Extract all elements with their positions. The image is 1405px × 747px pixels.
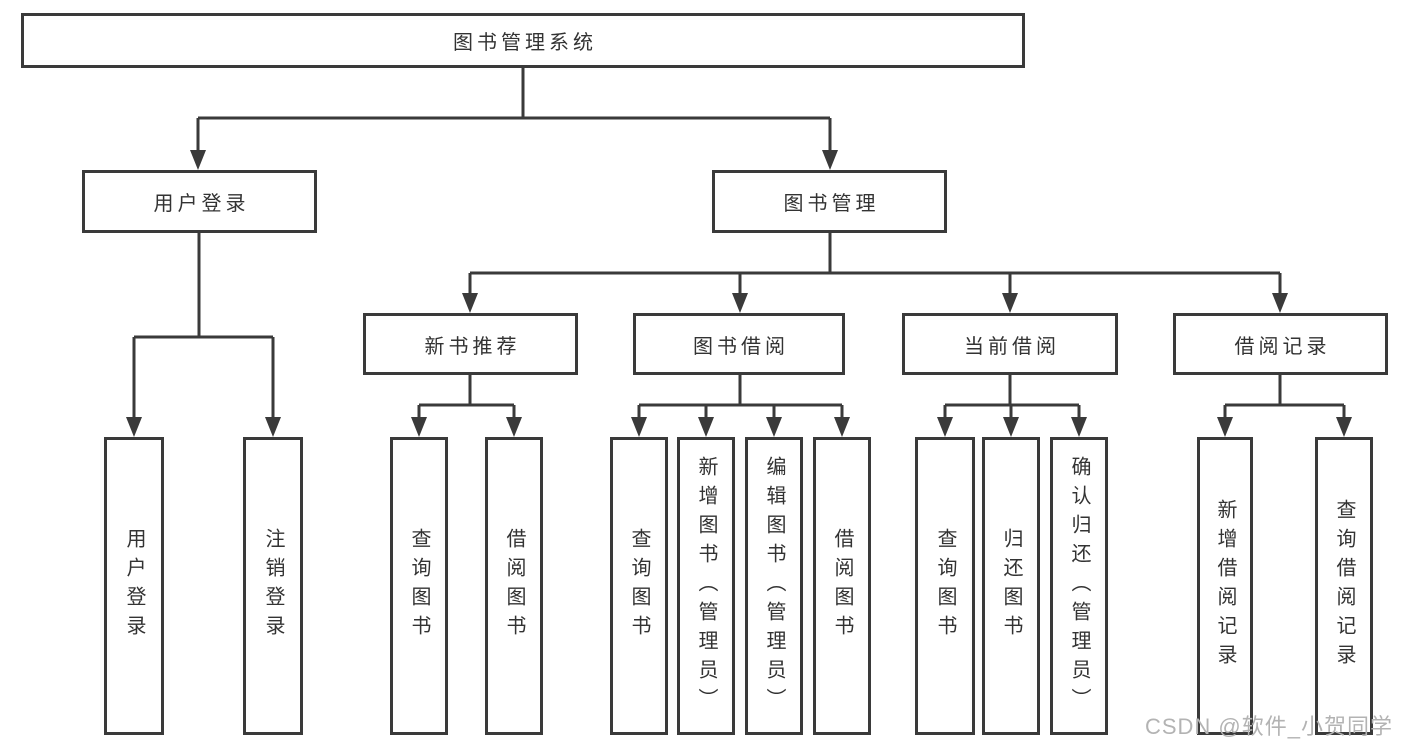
leaf-return-book: 归还图书 — [982, 437, 1040, 735]
node-library-management-system: 图书管理系统 — [21, 13, 1025, 68]
leaf-logout: 注销登录 — [243, 437, 303, 735]
leaf-edit-book-admin: 编辑图书（管理员） — [745, 437, 803, 735]
connector-lines — [132, 68, 1346, 420]
leaf-borrow-books-recommend: 借阅图书 — [485, 437, 543, 735]
leaf-user-login: 用户登录 — [104, 437, 164, 735]
leaf-borrow-books-borrowing: 借阅图书 — [813, 437, 871, 735]
leaf-query-books-recommend: 查询图书 — [390, 437, 448, 735]
leaf-confirm-return-admin: 确认归还（管理员） — [1050, 437, 1108, 735]
node-current-borrowing: 当前借阅 — [902, 313, 1118, 375]
leaf-add-borrow-record: 新增借阅记录 — [1197, 437, 1253, 735]
node-book-borrowing: 图书借阅 — [633, 313, 845, 375]
node-user-login: 用户登录 — [82, 170, 317, 233]
leaf-query-borrow-record: 查询借阅记录 — [1315, 437, 1373, 735]
connector-arrowheads — [126, 150, 1352, 437]
node-book-management: 图书管理 — [712, 170, 947, 233]
leaf-query-books-borrowing: 查询图书 — [610, 437, 668, 735]
leaf-add-book-admin: 新增图书（管理员） — [677, 437, 735, 735]
leaf-query-books-current: 查询图书 — [915, 437, 975, 735]
node-new-book-recommend: 新书推荐 — [363, 313, 578, 375]
csdn-watermark: CSDN @软件_小贺同学 — [1144, 714, 1393, 739]
node-borrowing-records: 借阅记录 — [1173, 313, 1388, 375]
